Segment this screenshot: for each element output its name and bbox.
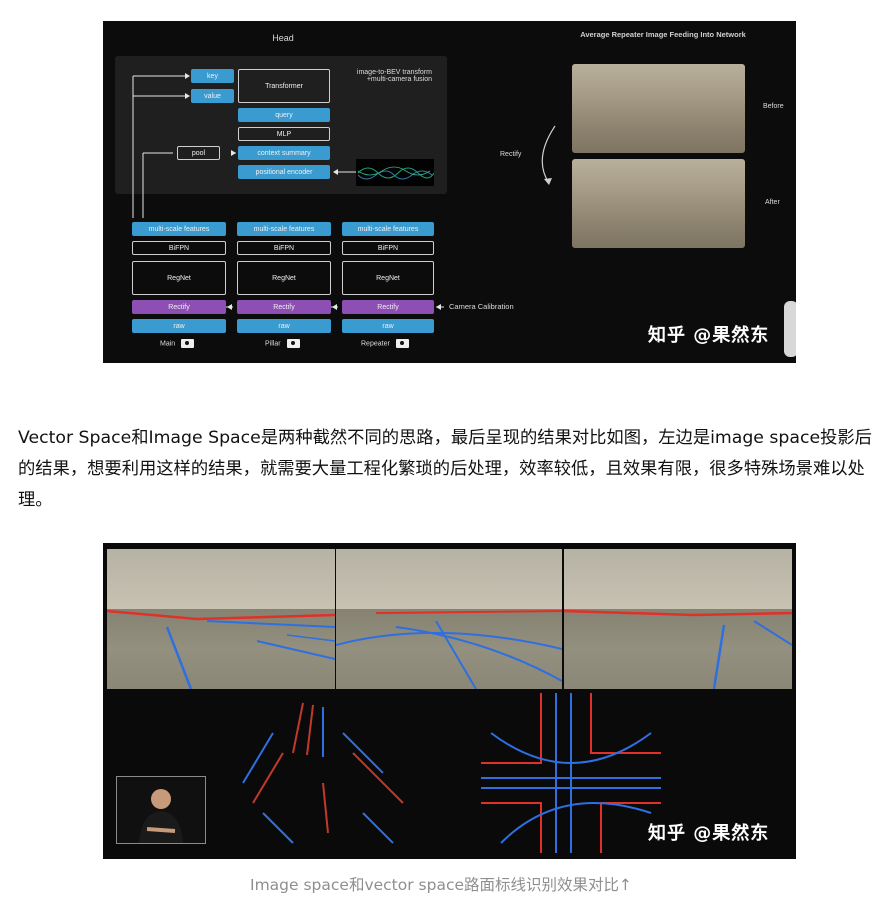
head-title: Head bbox=[272, 33, 294, 43]
camera-main-label: Main bbox=[160, 339, 195, 348]
rectify-arrow-label: Rectify bbox=[500, 151, 522, 158]
diagram-connectors bbox=[132, 73, 556, 310]
camera-repeater-label: Repeater bbox=[361, 339, 409, 348]
camera-view-right bbox=[564, 549, 792, 689]
rectify-main: Rectify bbox=[132, 300, 226, 314]
regnet-pillar: RegNet bbox=[237, 261, 331, 295]
camera-icon bbox=[181, 339, 195, 348]
architecture-figure: Head key value Transformer bbox=[103, 21, 796, 363]
camera-pillar-label: Pillar bbox=[265, 339, 300, 348]
right-title: Average Repeater Image Feeding Into Netw… bbox=[580, 30, 746, 39]
bifpn-pillar: BiFPN bbox=[237, 241, 331, 255]
pool-box: pool bbox=[177, 146, 220, 160]
regnet-repeater: RegNet bbox=[342, 261, 434, 295]
vector-space-map bbox=[481, 693, 661, 853]
context-summary-box: context summary bbox=[238, 146, 330, 160]
raw-pillar: raw bbox=[237, 319, 331, 333]
multiscale-features-main: multi-scale features bbox=[132, 222, 226, 236]
camera-view-left bbox=[107, 549, 335, 689]
presenter-inset bbox=[116, 776, 206, 844]
query-box: query bbox=[238, 108, 330, 122]
scroll-handle[interactable] bbox=[784, 301, 796, 357]
positional-encoding-waves bbox=[356, 159, 435, 186]
before-image bbox=[572, 64, 745, 153]
comparison-figure: 知乎 @果然东 bbox=[103, 543, 796, 859]
key-box: key bbox=[191, 69, 234, 83]
transformer-box: Transformer bbox=[238, 69, 330, 103]
camera-icon bbox=[395, 339, 409, 348]
mlp-box: MLP bbox=[238, 127, 330, 141]
raw-repeater: raw bbox=[342, 319, 434, 333]
watermark-2: 知乎 @果然东 bbox=[648, 823, 770, 844]
value-box: value bbox=[191, 89, 234, 103]
before-label: Before bbox=[763, 103, 784, 110]
figure-caption: Image space和vector space路面标线识别效果对比↑ bbox=[250, 876, 632, 894]
watermark-1: 知乎 @果然东 bbox=[648, 325, 770, 346]
camera-calibration-label: Camera Calibration bbox=[449, 302, 514, 311]
after-image bbox=[572, 159, 745, 248]
camera-view-center bbox=[336, 549, 562, 689]
positional-encoder-box: positional encoder bbox=[238, 165, 330, 179]
rectify-pillar: Rectify bbox=[237, 300, 331, 314]
multiscale-features-pillar: multi-scale features bbox=[237, 222, 331, 236]
bev-note: image-to-BEV transform +multi-camera fus… bbox=[356, 69, 432, 83]
rectify-repeater: Rectify bbox=[342, 300, 434, 314]
regnet-main: RegNet bbox=[132, 261, 226, 295]
multiscale-features-repeater: multi-scale features bbox=[342, 222, 434, 236]
body-paragraph: Vector Space和Image Space是两种截然不同的思路，最后呈现的… bbox=[18, 428, 872, 510]
image-space-projection bbox=[242, 702, 404, 844]
bifpn-repeater: BiFPN bbox=[342, 241, 434, 255]
camera-icon bbox=[286, 339, 300, 348]
raw-main: raw bbox=[132, 319, 226, 333]
bifpn-main: BiFPN bbox=[132, 241, 226, 255]
after-label: After bbox=[765, 199, 780, 206]
